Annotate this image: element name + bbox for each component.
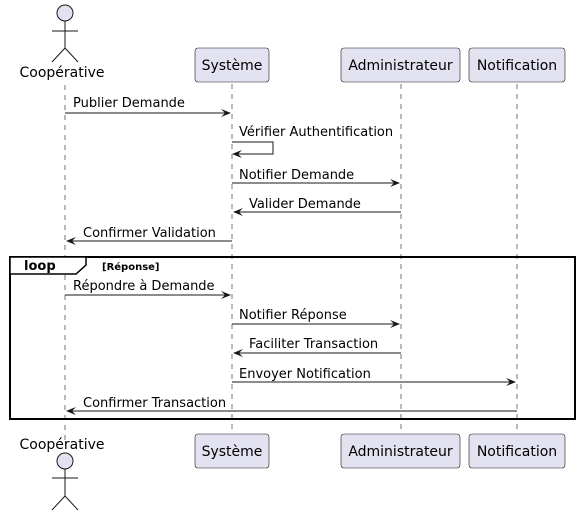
message-confirmer-validation: Confirmer Validation [66,226,232,245]
participant-systeme-top: Système [194,47,270,83]
message-valider-demande: Valider Demande [233,197,401,216]
loop-fragment: loop [Réponse] [9,256,576,420]
loop-tab [9,256,87,275]
message-label: Confirmer Validation [83,226,216,241]
participant-systeme-label-top: Système [202,58,263,74]
loop-frame [9,256,576,420]
message-publier-demande: Publier Demande [65,96,231,117]
actor-head-icon [56,452,74,470]
message-label: Notifier Demande [239,168,354,183]
message-label: Vérifier Authentification [239,125,393,140]
message-notifier-demande: Notifier Demande [232,168,400,187]
participant-notification-bottom: Notification [468,433,566,469]
message-label: Répondre à Demande [73,279,215,294]
participant-notification-label-bottom: Notification [477,444,557,460]
participant-administrateur-bottom: Administrateur [340,433,461,469]
message-label: Publier Demande [73,96,185,111]
participant-administrateur-label-bottom: Administrateur [348,444,453,460]
participant-administrateur-label-top: Administrateur [348,58,453,74]
actor-cooperative-top: Coopérative [19,4,105,81]
actor-cooperative-label-bottom: Coopérative [19,437,104,453]
actor-cooperative-bottom: Coopérative [19,437,105,511]
loop-keyword: loop [24,259,56,274]
message-label: Notifier Réponse [239,308,347,323]
message-verifier-authentification: Vérifier Authentification [232,125,393,158]
participant-systeme-label-bottom: Système [202,444,263,460]
participant-administrateur-top: Administrateur [340,47,461,83]
message-label: Confirmer Transaction [83,396,226,411]
message-envoyer-notification: Envoyer Notification [232,367,516,386]
message-confirmer-transaction: Confirmer Transaction [66,396,517,415]
message-notifier-reponse: Notifier Réponse [232,308,400,328]
message-faciliter-transaction: Faciliter Transaction [233,337,401,357]
message-label: Valider Demande [249,197,361,212]
actor-cooperative-label-top: Coopérative [19,65,104,81]
actor-head-icon [56,4,74,22]
participant-notification-top: Notification [468,47,566,83]
participant-systeme-bottom: Système [194,433,270,469]
message-repondre-a-demande: Répondre à Demande [65,279,231,299]
message-label: Envoyer Notification [239,367,371,382]
loop-guard: [Réponse] [102,261,160,273]
message-label: Faciliter Transaction [249,337,378,352]
participant-notification-label-top: Notification [477,58,557,74]
